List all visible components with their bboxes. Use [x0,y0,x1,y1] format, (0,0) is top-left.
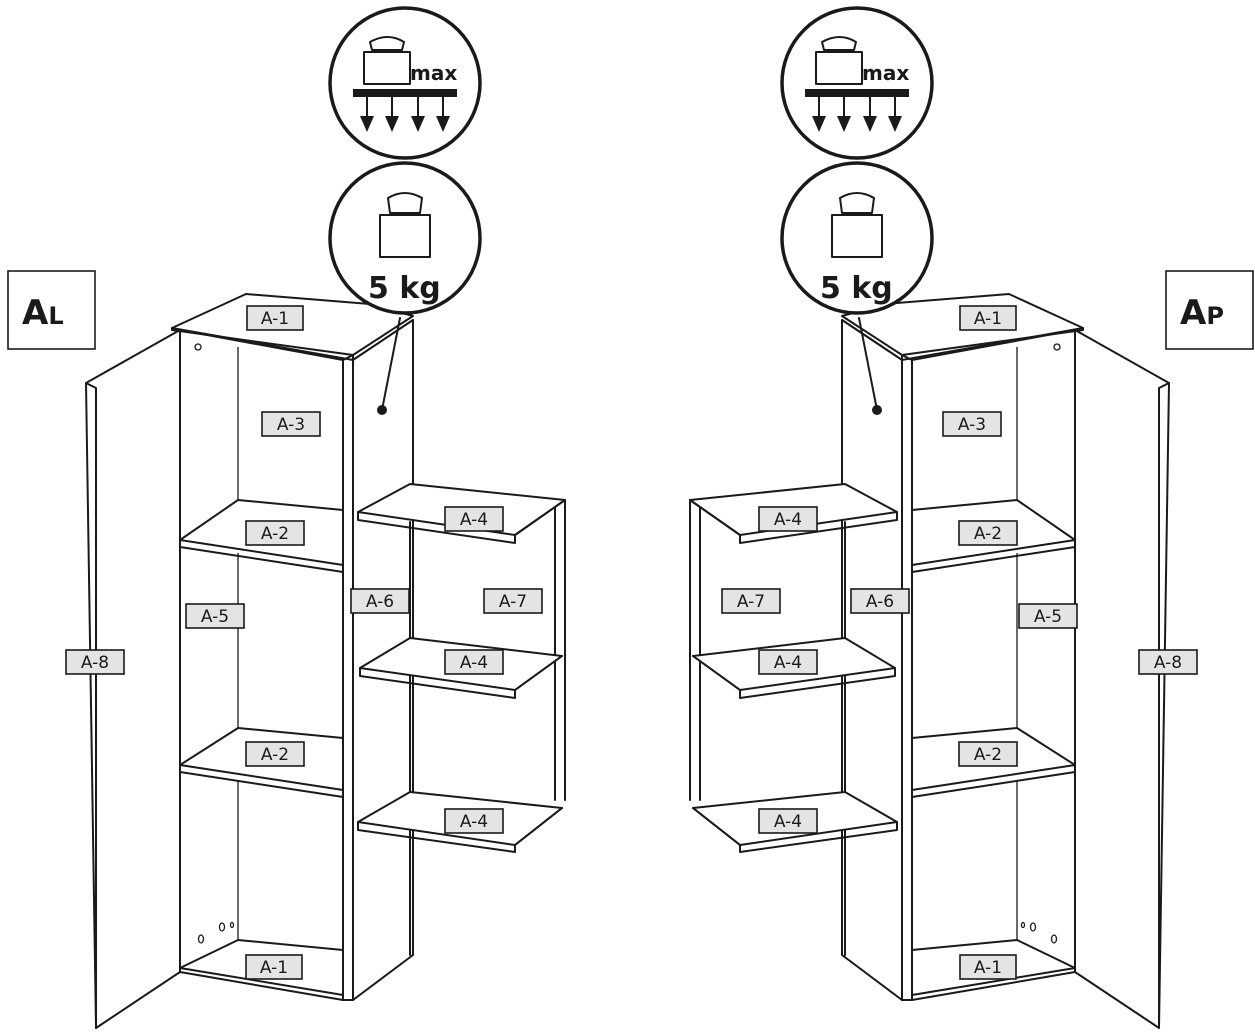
part-label: A-7 [721,588,781,614]
part-label: A-6 [350,588,410,614]
part-label: A-4 [758,649,818,675]
svg-text:A-1: A-1 [261,309,289,329]
left-max-label: max [410,61,457,85]
svg-text:A-6: A-6 [366,592,394,612]
part-label: A-1 [245,954,303,980]
part-label: A-8 [1138,649,1198,675]
right-weight-icon: 5 kg [780,161,934,315]
svg-text:AP: AP [1180,293,1224,333]
part-label: A-1 [246,305,304,331]
svg-text:A-2: A-2 [974,745,1002,765]
svg-text:A-5: A-5 [1034,607,1062,627]
svg-text:A-7: A-7 [499,592,527,612]
svg-text:A-4: A-4 [774,812,802,832]
part-label: A-2 [245,741,305,767]
variant-left-letter: A [22,293,49,333]
svg-text:A-4: A-4 [460,653,488,673]
svg-text:AL: AL [22,293,64,333]
right-weight-label: 5 kg [820,271,893,306]
part-label: A-1 [959,305,1017,331]
right-door [1074,329,1170,1029]
variant-right-letter: A [1180,293,1207,333]
left-door [85,329,181,1029]
part-label: A-2 [245,520,305,546]
svg-text:A-2: A-2 [261,524,289,544]
svg-text:A-3: A-3 [277,415,305,435]
left-weight-label: 5 kg [368,271,441,306]
left-weight-icon: 5 kg [328,161,482,315]
svg-text:A-2: A-2 [974,524,1002,544]
part-label: A-5 [185,603,245,629]
svg-text:A-8: A-8 [1154,653,1182,673]
part-label: A-4 [758,506,818,532]
part-label: A-8 [65,649,125,675]
part-label: A-3 [942,411,1002,437]
part-label: A-4 [444,649,504,675]
svg-text:A-4: A-4 [460,510,488,530]
part-label: A-6 [850,588,910,614]
svg-text:A-6: A-6 [866,592,894,612]
right-cabinet [689,293,1170,1029]
part-label: A-2 [958,741,1018,767]
svg-text:A-4: A-4 [774,653,802,673]
svg-text:A-8: A-8 [81,653,109,673]
svg-text:A-7: A-7 [737,592,765,612]
svg-text:A-1: A-1 [974,309,1002,329]
part-label: A-7 [483,588,543,614]
left-max-load-icon: max [328,6,482,160]
svg-text:A-1: A-1 [260,958,288,978]
part-labels: A-1 A-3 A-2 A-5 A-6 A-7 A-8 A-4 A-4 A-2 … [65,305,1198,980]
svg-text:A-4: A-4 [460,812,488,832]
variant-right-box: AP [1165,270,1254,350]
svg-text:A-3: A-3 [958,415,986,435]
right-max-label: max [862,61,909,85]
part-label: A-2 [958,520,1018,546]
right-max-load-icon: max [780,6,934,160]
part-label: A-1 [959,954,1017,980]
part-label: A-3 [261,411,321,437]
part-label: A-5 [1018,603,1078,629]
part-label: A-4 [758,808,818,834]
variant-left-suffix: L [48,302,63,330]
variant-right-suffix: P [1206,302,1224,330]
svg-text:A-2: A-2 [261,745,289,765]
part-label: A-4 [444,506,504,532]
svg-text:A-4: A-4 [774,510,802,530]
svg-text:A-5: A-5 [201,607,229,627]
svg-text:A-1: A-1 [974,958,1002,978]
part-label: A-4 [444,808,504,834]
variant-left-box: AL [7,270,96,350]
